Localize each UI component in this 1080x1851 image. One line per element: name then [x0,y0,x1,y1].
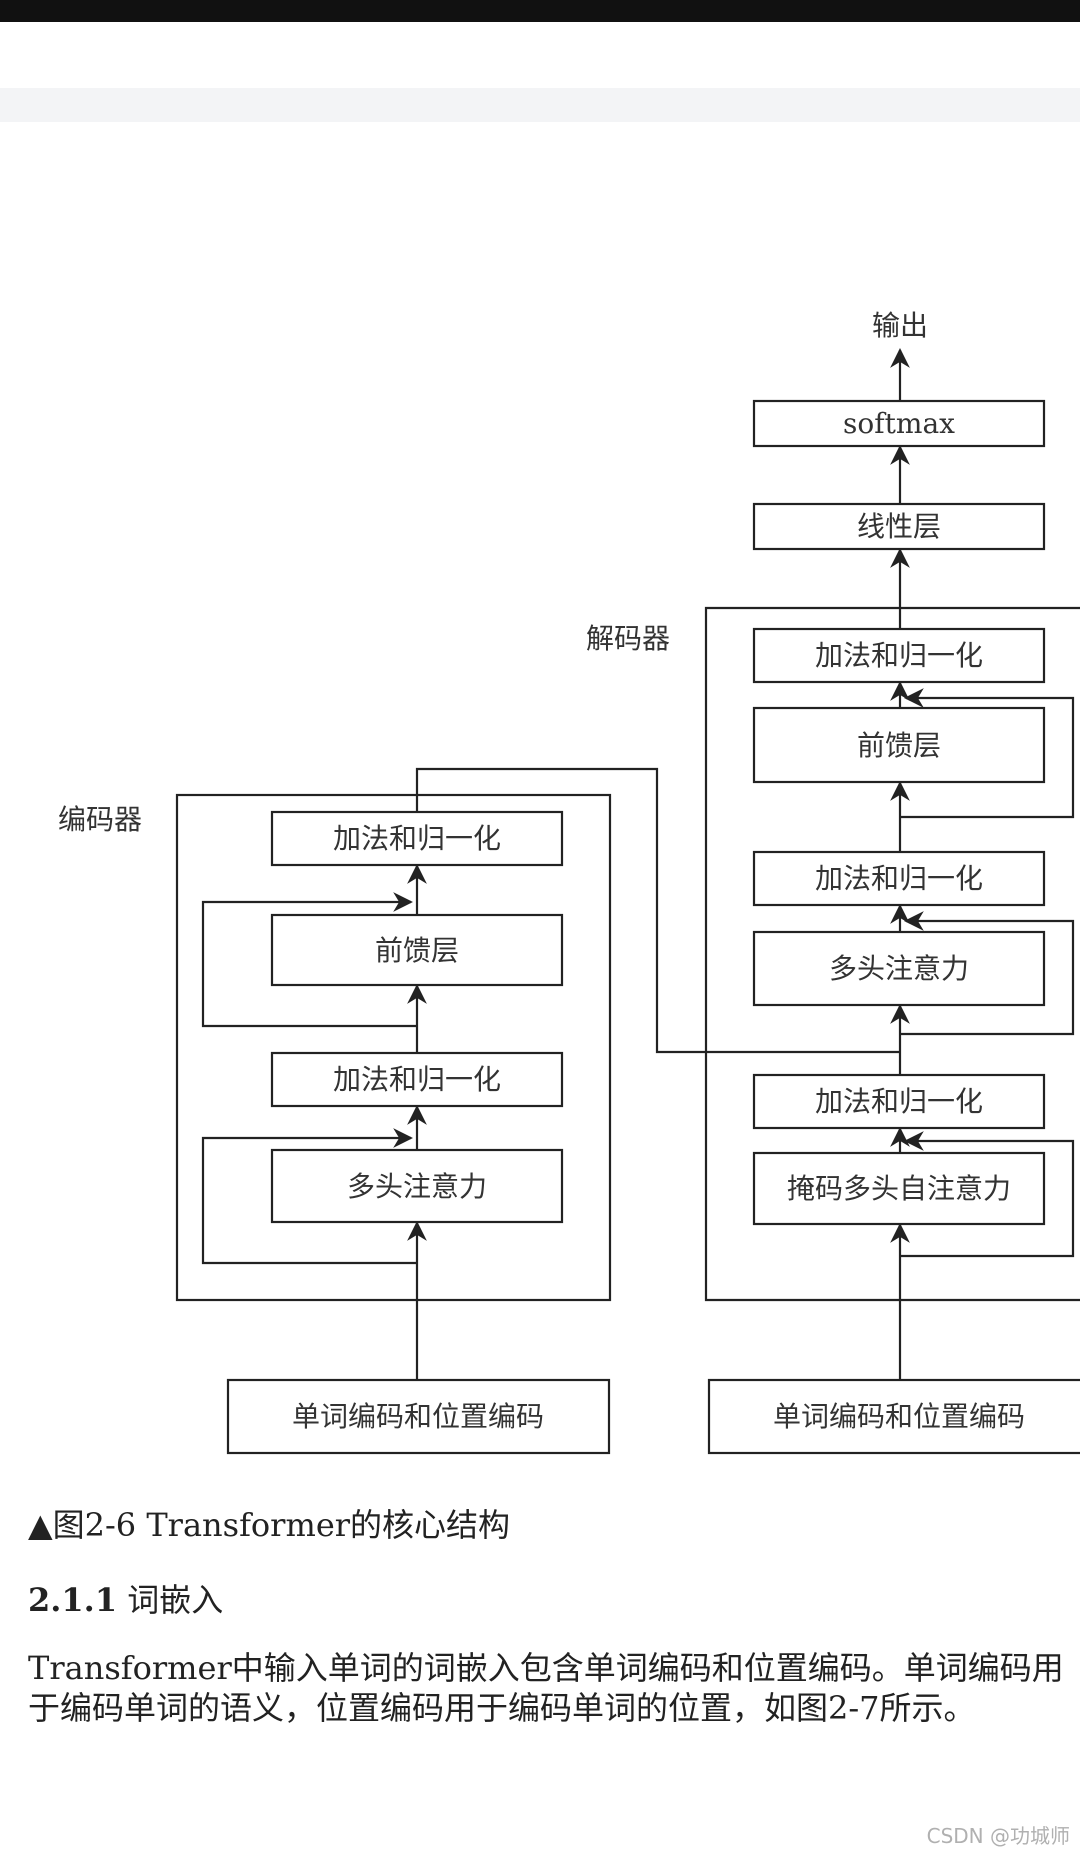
encoder-label: 编码器 [58,803,142,836]
encoder-addnorm-top-label: 加法和归一化 [333,822,501,855]
decoder-multihead-label: 多头注意力 [829,952,969,985]
section-title: 词嵌入 [127,1581,224,1619]
paragraph-line-1: Transformer中输入单词的词嵌入包含单词编码和位置编码。单词编码用 [28,1649,1064,1687]
softmax-label: softmax [843,407,955,440]
decoder-addnorm-1-label: 加法和归一化 [815,639,983,672]
header-strip [0,88,1080,122]
decoder-label: 解码器 [586,622,670,655]
encoder-embedding-box [226,1378,611,1455]
caption-text: 图2-6 Transformer的核心结构 [52,1506,511,1544]
encoder-multihead-label: 多头注意力 [347,1170,487,1203]
body-paragraph: Transformer中输入单词的词嵌入包含单词编码和位置编码。单词编码用 于编… [28,1648,1080,1728]
section-heading: 2.1.1 词嵌入 [28,1575,223,1621]
encoder-feedforward-label: 前馈层 [375,934,459,967]
output-label: 输出 [872,309,928,342]
top-status-bar [0,0,1080,22]
transformer-diagram: 输出 softmax 线性层 解码器 编码器 加法和归一化 前馈层 加法和归一化… [58,309,1080,1455]
linear-label: 线性层 [857,510,941,543]
decoder-addnorm-2-label: 加法和归一化 [815,862,983,895]
decoder-addnorm-3-label: 加法和归一化 [815,1085,983,1118]
figure-caption: ▲图2-6 Transformer的核心结构 [28,1500,510,1546]
decoder-masked-multihead-label: 掩码多头自注意力 [787,1172,1011,1205]
watermark: CSDN @功城师 [926,1824,1070,1848]
section-number: 2.1.1 [28,1581,118,1619]
encoder-embedding-label: 单词编码和位置编码 [292,1400,544,1433]
paragraph-line-2: 于编码单词的语义，位置编码用于编码单词的位置，如图2-7所示。 [28,1689,976,1727]
encoder-addnorm-bottom-label: 加法和归一化 [333,1063,501,1096]
encoder-frame [175,793,612,1302]
decoder-frame [704,606,1080,1302]
caption-marker-icon: ▲ [28,1506,53,1544]
decoder-feedforward-label: 前馈层 [857,729,941,762]
decoder-embedding-label: 单词编码和位置编码 [773,1400,1025,1433]
